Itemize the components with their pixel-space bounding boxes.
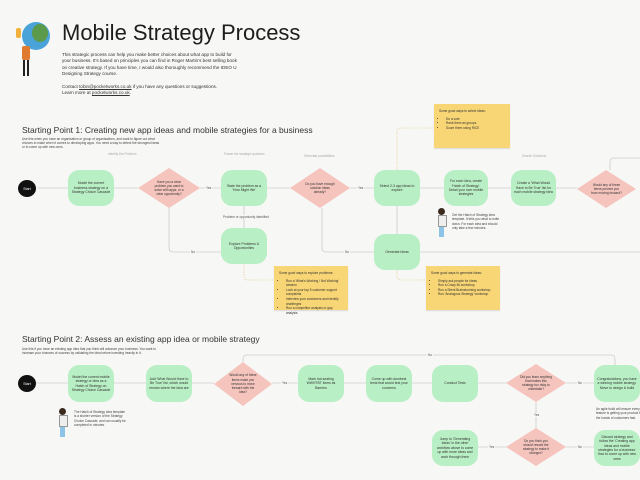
start-node[interactable]: Start xyxy=(18,180,36,197)
section-title-sp1: Starting Point 1: Creating new app ideas… xyxy=(22,125,313,135)
flow-node[interactable]: Congratulations, you have a winning mobi… xyxy=(594,365,640,402)
decision-diamond xyxy=(214,362,272,406)
intro-text: This strategic process can help you make… xyxy=(62,52,237,77)
tip-text: The Hatch of Strategy idea template is a… xyxy=(74,410,126,427)
flow-node[interactable]: Mark hot-seating WWHTBT items as Barrier… xyxy=(298,365,344,402)
globe-character-illustration xyxy=(14,22,52,78)
person-illustration xyxy=(437,208,447,237)
decision-diamond xyxy=(290,168,350,208)
flow-node[interactable]: Come up with dumbest tests that would te… xyxy=(366,365,412,402)
edge-label-problem: Problem or opportunity identified xyxy=(222,215,270,219)
edge-label-yes: Yes xyxy=(533,413,541,417)
contact-text: Contact tobin@pocketworks.co.uk if you h… xyxy=(62,84,218,96)
section-desc-sp1: Use this when you have an organisation o… xyxy=(22,137,160,150)
person-illustration xyxy=(58,408,68,437)
edge-label-no: No xyxy=(577,381,584,385)
flow-node[interactable]: Add 'What Would Have to Be True' list, w… xyxy=(146,365,192,402)
sticky-note-generate-ideas: Some good ways to generate ideas:Simply … xyxy=(426,266,500,310)
decision-text[interactable]: Did you learn anything that makes this s… xyxy=(520,374,552,392)
edge-label-yes: Yes xyxy=(205,186,213,190)
edge-label-yes: Yes xyxy=(281,381,289,385)
contact-email-link[interactable]: tobin@pocketworks.co.uk xyxy=(79,84,132,89)
decision-diamond xyxy=(506,428,566,466)
phase-label: Identify the Problem xyxy=(108,152,137,156)
flow-node[interactable]: Explore Problems & Opportunities xyxy=(221,228,267,264)
decision-text[interactable]: Do you think you should rework the strat… xyxy=(522,438,550,456)
flow-node[interactable]: Model the current business strategy on a… xyxy=(68,170,114,206)
decision-text[interactable]: Would any of these items make you nervou… xyxy=(229,373,257,395)
flow-node[interactable]: Model the current mobile strategy or ide… xyxy=(68,365,114,402)
phase-label: Search Solutions xyxy=(522,154,547,158)
flow-node[interactable]: State the problem as a 'How Might We' xyxy=(221,170,267,206)
start-node[interactable]: Start xyxy=(18,375,36,392)
edge-label-yes: Yes xyxy=(488,445,496,449)
decision-diamond xyxy=(138,168,200,208)
decision-text[interactable]: Do you have enough solution ideas alread… xyxy=(305,181,335,195)
section-title-sp2: Starting Point 2: Assess an existing app… xyxy=(22,334,260,344)
flow-node[interactable]: Create a 'What Would Have to Be True' li… xyxy=(511,170,556,206)
flow-node[interactable]: For each idea, create 'Hatch of Strategy… xyxy=(444,170,488,206)
website-link[interactable]: pocketworks.co.uk xyxy=(91,90,130,96)
decision-diamond xyxy=(577,170,636,208)
tip-text: Get the Hatch of Strategy idea template.… xyxy=(452,213,500,230)
edge-label-no: No xyxy=(344,250,351,254)
flow-node[interactable]: Jump to 'Generating Ideas' in the other … xyxy=(432,430,478,466)
agile-note: An agile build will ensure every feature… xyxy=(596,407,640,420)
edge-label-no: No xyxy=(577,445,584,449)
section-desc-sp2: Use this if you have an existing app ide… xyxy=(22,347,156,356)
flow-node[interactable]: Discard strategy and follow the 'Creatin… xyxy=(594,430,640,466)
phase-label: Frame the strategic question xyxy=(224,152,265,156)
flow-node[interactable]: Conduct Tests xyxy=(432,365,478,402)
phase-label: Generate possibilities xyxy=(304,154,335,158)
flow-node[interactable]: Generate Ideas xyxy=(374,234,420,270)
decision-diamond xyxy=(506,364,566,402)
page-title: Mobile Strategy Process xyxy=(62,20,301,45)
edge-label-no: No xyxy=(190,250,197,254)
flow-node[interactable]: Select 2-3 app ideas to explore xyxy=(374,170,420,206)
edge-label-no: No xyxy=(427,353,434,357)
sticky-note-select-ideas: Some good ways to select ideas:Do a vote… xyxy=(434,104,510,148)
decision-text[interactable]: Have you a clear problem you want to sol… xyxy=(154,179,184,197)
sticky-note-explore-problems: Some good ways to explore problems:Run a… xyxy=(274,266,348,315)
decision-text[interactable]: Would any of these items prevent you fro… xyxy=(591,182,622,196)
edge-label-yes: Yes xyxy=(357,186,365,190)
